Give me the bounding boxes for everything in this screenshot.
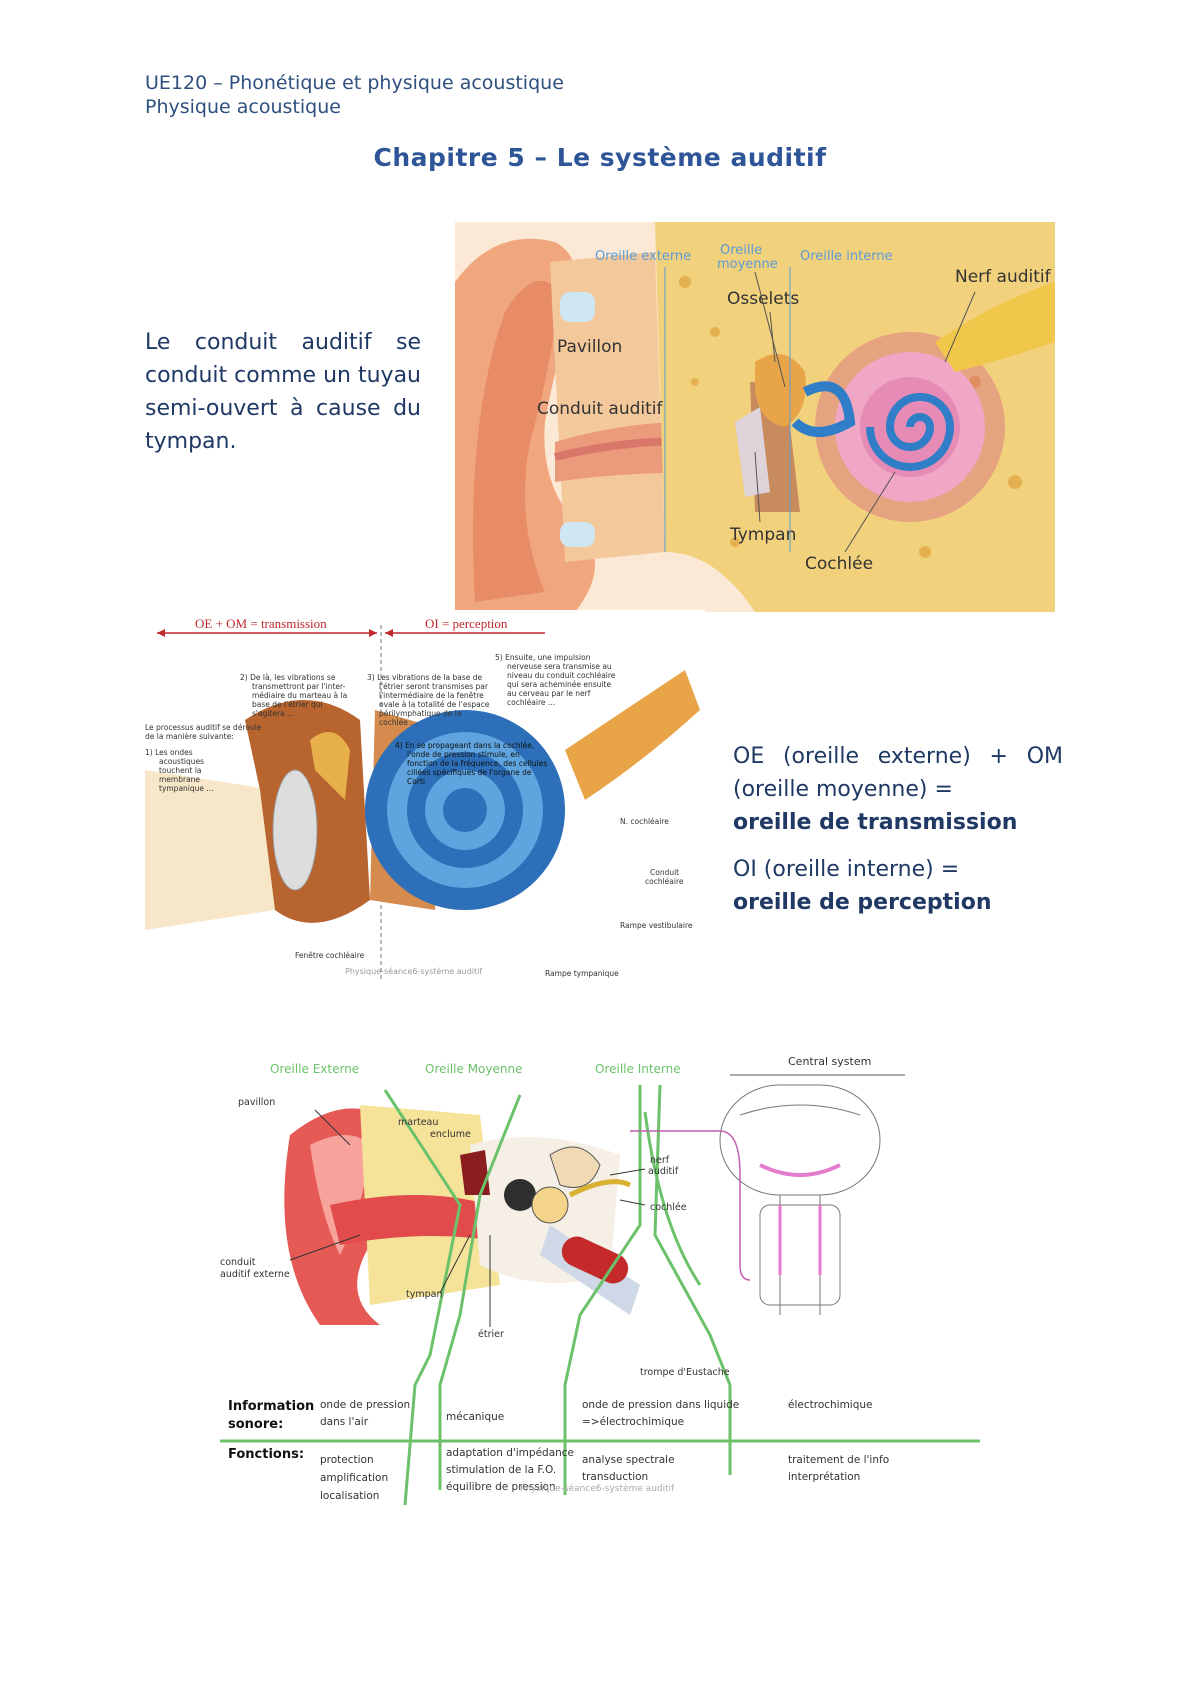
fig2-n-cochleaire: N. cochléaire	[620, 817, 669, 826]
fig2-fenetre: Fenêtre cochléaire	[295, 951, 365, 960]
fig2-step1-b: de la manière suivante:	[145, 732, 234, 741]
fig2-conduit-cochleaire-2: cochléaire	[645, 877, 684, 886]
fig2-step3-a: 3) Les vibrations de la base de	[367, 673, 483, 682]
fig2-step2-b: transmettront par l'inter-	[252, 682, 346, 691]
fig3-r2c4-2: interprétation	[788, 1471, 860, 1483]
fig2-rampe-tymp: Rampe tympanique	[545, 969, 619, 978]
fig3-trompe: trompe d'Eustache	[640, 1367, 730, 1378]
fig2-step1-d: acoustiques	[159, 757, 204, 766]
oi-line: OI (oreille interne) =	[733, 857, 960, 882]
fig2-oi-label: OI = perception	[425, 616, 508, 631]
fig2-conduit-cochleaire-1: Conduit	[650, 868, 679, 877]
fig3-nerf-2: auditif	[648, 1166, 679, 1177]
fig3-watermark: Physique-séance6-système auditif	[520, 1483, 675, 1494]
fig2-step3-b: l'étrier seront transmises par	[379, 682, 489, 691]
fig2-step4-a: 4) En se propageant dans la cochlée,	[395, 741, 534, 750]
fig3-etrier: étrier	[478, 1329, 504, 1340]
fig2-step5-a: 5) Ensuite, une impulsion	[495, 653, 591, 662]
fig2-step5-e: au cerveau par le nerf	[507, 689, 591, 698]
ear-anatomy-figure: Pavillon Conduit auditif Oreille externe…	[455, 222, 1055, 612]
fig2-step5-d: qui sera acheminée ensuite	[507, 680, 611, 689]
fig3-pavillon: pavillon	[238, 1097, 275, 1108]
fig2-step3-c: l'intermédiaire de la fenêtre	[379, 691, 484, 700]
fig2-oe-om-label: OE + OM = transmission	[195, 616, 327, 631]
fig3-r2c1-1: protection	[320, 1454, 374, 1466]
fig1-oe-label: Oreille externe	[595, 249, 691, 264]
fig2-step1-a: Le processus auditif se déroule	[145, 723, 262, 732]
fig2-step5-b: nerveuse sera transmise au	[507, 662, 612, 671]
fig3-row1-label-1: Information	[228, 1399, 314, 1414]
fig3-r1c4: électrochimique	[788, 1399, 873, 1411]
fig1-om-label-1: Oreille	[720, 243, 762, 258]
fig2-step1-c: 1) Les ondes	[145, 748, 193, 757]
fig3-oi: Oreille Interne	[595, 1062, 681, 1076]
fig2-step5-f: cochléaire ...	[507, 698, 555, 707]
fig1-tympan-label: Tympan	[729, 525, 796, 545]
fig1-osselets-label: Osselets	[727, 289, 799, 309]
transmission-perception-figure: OE + OM = transmission OI = perception L…	[145, 610, 705, 990]
subject-header: Physique acoustique	[145, 96, 341, 118]
intro-paragraph: Le conduit auditif se conduit comme un t…	[145, 330, 421, 454]
fig2-step1-e: touchent la	[159, 766, 202, 775]
fig3-cochlee: cochlée	[650, 1202, 687, 1213]
fig3-r2c2-3: équilibre de pression	[446, 1481, 556, 1493]
oe-om-bold: oreille de transmission	[733, 810, 1018, 835]
fig3-row2-label: Fonctions:	[228, 1447, 304, 1462]
fig2-step1-g: tympanique ...	[159, 784, 214, 793]
fig3-r2c1-3: localisation	[320, 1490, 379, 1502]
fig3-r2c2-1: adaptation d'impédance	[446, 1447, 574, 1459]
fig1-pavillon-label: Pavillon	[557, 337, 622, 357]
ear-functions-figure: Oreille Externe Oreille Moyenne Oreille …	[220, 1055, 990, 1505]
oe-om-explanation: OE (oreille externe) + OM (oreille moyen…	[733, 740, 1063, 933]
fig3-nerf-1: nerf	[650, 1155, 670, 1166]
fig1-nerf-label: Nerf auditif	[955, 267, 1052, 287]
fig3-r2c3-1: analyse spectrale	[582, 1454, 675, 1466]
fig3-row1-label-2: sonore:	[228, 1417, 283, 1432]
fig3-central: Central system	[788, 1055, 871, 1068]
fig2-step4-d: ciliées spécifiques de l'organe de	[407, 768, 532, 777]
fig3-r1c1-1: onde de pression	[320, 1399, 410, 1411]
course-header: UE120 – Phonétique et physique acoustiqu…	[145, 72, 564, 94]
oi-bold: oreille de perception	[733, 890, 992, 915]
fig3-r1c2: mécanique	[446, 1411, 504, 1423]
fig2-step4-e: Corti	[407, 777, 425, 786]
fig2-watermark: Physique-séance6-système auditif	[345, 966, 482, 976]
fig3-conduit-1: conduit	[220, 1257, 256, 1268]
fig2-step5-c: niveau du conduit cochléaire	[507, 671, 616, 680]
fig1-cochlee-label: Cochlée	[805, 554, 873, 574]
fig2-rampe-vest: Rampe vestibulaire	[620, 921, 693, 930]
fig1-om-label-2: moyenne	[717, 257, 778, 272]
fig2-step3-e: périlymphatique de la	[379, 709, 461, 718]
fig3-om: Oreille Moyenne	[425, 1062, 522, 1076]
fig1-oi-label: Oreille interne	[800, 249, 893, 264]
fig3-r2c3-2: transduction	[582, 1471, 648, 1483]
fig2-step4-c: fonction de la fréquence, des cellules	[407, 759, 547, 768]
fig3-r1c3-2: =>électrochimique	[582, 1416, 684, 1428]
fig3-tympan: tympan	[406, 1289, 442, 1300]
fig2-step2-d: base de l'étrier qui	[252, 700, 323, 709]
page-title: Chapitre 5 – Le système auditif	[373, 143, 827, 172]
fig3-r2c2-2: stimulation de la F.O.	[446, 1464, 556, 1476]
fig1-conduit-label: Conduit auditif	[537, 399, 663, 419]
fig3-marteau: marteau	[398, 1117, 438, 1128]
fig3-oe: Oreille Externe	[270, 1062, 359, 1076]
fig3-conduit-2: auditif externe	[220, 1269, 290, 1280]
fig3-r1c3-1: onde de pression dans liquide	[582, 1399, 739, 1411]
fig2-step3-d: ovale à la totalité de l'espace	[379, 700, 490, 709]
fig2-step2-c: médiaire du marteau à la	[252, 691, 347, 700]
oe-om-line: OE (oreille externe) + OM (oreille moyen…	[733, 744, 1063, 802]
fig3-r2c1-2: amplification	[320, 1472, 388, 1484]
fig3-enclume: enclume	[430, 1129, 471, 1140]
fig2-step1-f: membrane	[159, 775, 200, 784]
fig3-r2c4-1: traitement de l'info	[788, 1454, 889, 1466]
fig3-r1c1-2: dans l'air	[320, 1416, 369, 1428]
fig2-step4-b: l'onde de pression stimule, en	[407, 750, 520, 759]
fig2-step3-f: cochlée ...	[379, 718, 417, 727]
fig2-step2-a: 2) De là, les vibrations se	[240, 673, 336, 682]
fig2-step2-e: s'agitera ...	[252, 709, 294, 718]
